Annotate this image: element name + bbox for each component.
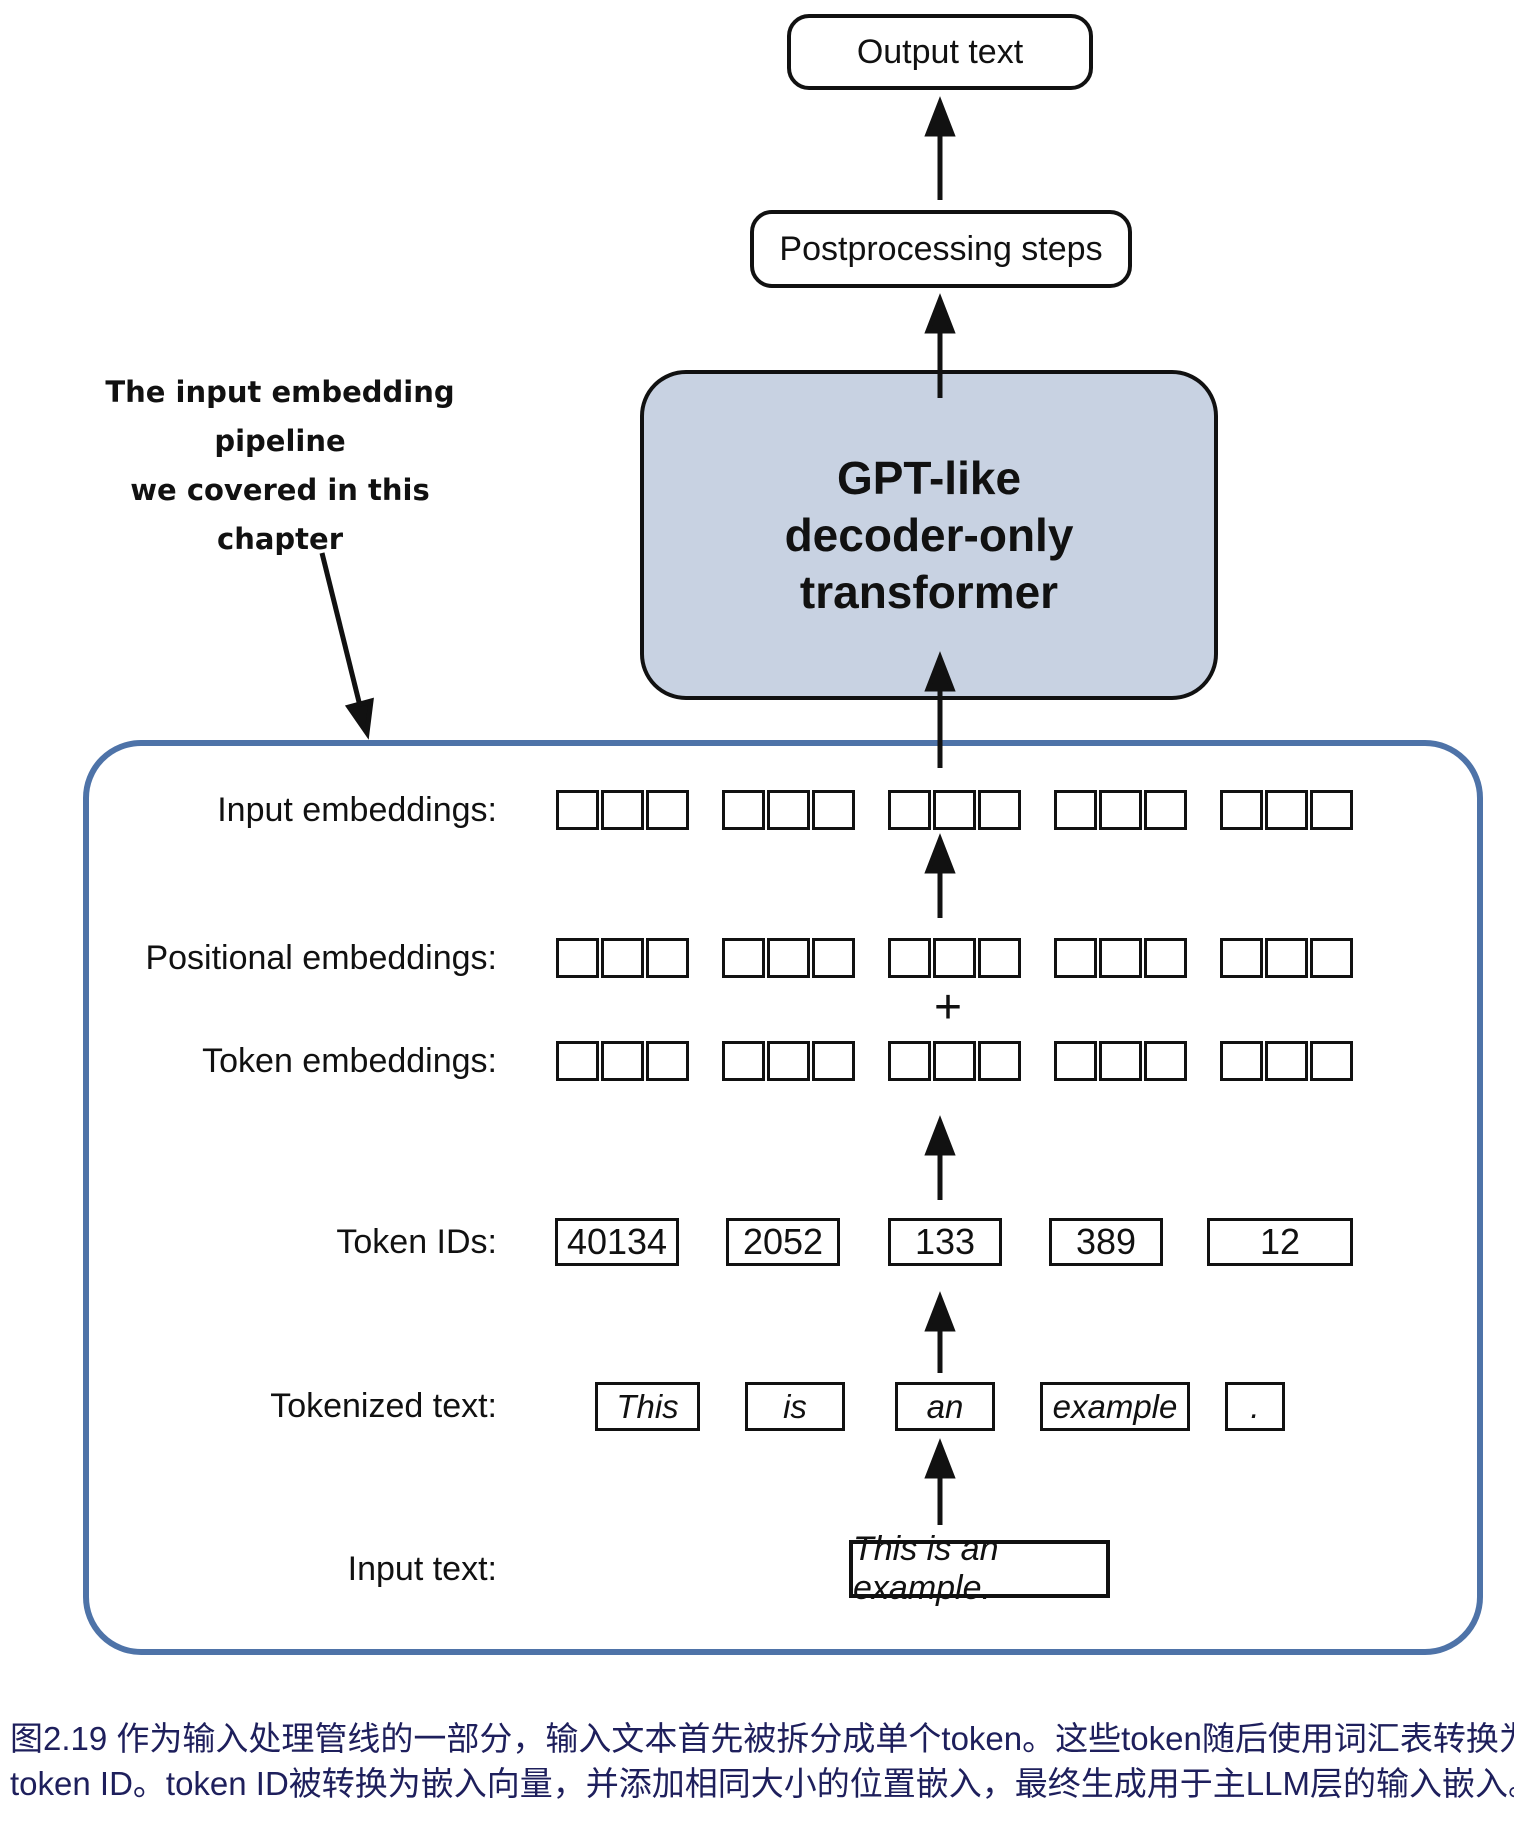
positional-embeddings-label: Positional embeddings:	[145, 939, 497, 977]
embedding-cell	[601, 1041, 644, 1081]
token-text-box: is	[745, 1382, 845, 1431]
embedding-cell	[1144, 938, 1187, 978]
positional-embeddings-group	[1220, 938, 1353, 978]
input-embeddings-group	[888, 790, 1021, 830]
token-embeddings-label: Token embeddings:	[202, 1042, 497, 1080]
token-embeddings-group	[556, 1041, 689, 1081]
token-embeddings-group	[888, 1041, 1021, 1081]
embedding-cell	[556, 790, 599, 830]
token-text-box: example	[1040, 1382, 1190, 1431]
embedding-cell	[767, 790, 810, 830]
embedding-cell	[1265, 1041, 1308, 1081]
embedding-cell	[646, 790, 689, 830]
annotation-line2: we covered in this chapter	[130, 473, 430, 556]
embedding-cell	[812, 790, 855, 830]
input-embeddings-row	[556, 790, 1353, 830]
embedding-cell	[1099, 1041, 1142, 1081]
gpt-transformer-box: GPT-like decoder-only transformer	[640, 370, 1218, 700]
positional-embeddings-row	[556, 938, 1353, 978]
embedding-cell	[601, 790, 644, 830]
positional-embeddings-group	[556, 938, 689, 978]
token-id-box: 40134	[555, 1218, 679, 1266]
embedding-cell	[933, 790, 976, 830]
embedding-cell	[646, 938, 689, 978]
input-embeddings-group	[1220, 790, 1353, 830]
embedding-cell	[1054, 790, 1097, 830]
embedding-pipeline-container	[83, 740, 1483, 1655]
embedding-cell	[722, 938, 765, 978]
embedding-cell	[812, 938, 855, 978]
annotation-note: The input embedding pipeline we covered …	[80, 368, 480, 564]
embedding-cell	[1265, 790, 1308, 830]
token-embeddings-group	[722, 1041, 855, 1081]
input-embeddings-group	[722, 790, 855, 830]
input-text-value: This is an example.	[853, 1530, 999, 1607]
gpt-transformer-line3: transformer	[799, 565, 1059, 618]
embedding-cell	[978, 938, 1021, 978]
embedding-cell	[1265, 938, 1308, 978]
embedding-cell	[888, 790, 931, 830]
embedding-cell	[978, 790, 1021, 830]
annotation-arrow	[319, 552, 374, 740]
token-embeddings-row	[556, 1041, 1353, 1081]
token-embeddings-group	[1054, 1041, 1187, 1081]
embedding-cell	[722, 790, 765, 830]
token-text-box: .	[1225, 1382, 1285, 1431]
embedding-cell	[888, 938, 931, 978]
embedding-cell	[888, 1041, 931, 1081]
arrow-postprocessing-to-output	[924, 96, 956, 200]
embedding-cell	[1144, 790, 1187, 830]
embedding-cell	[1099, 938, 1142, 978]
embedding-cell	[556, 1041, 599, 1081]
embedding-cell	[1220, 790, 1263, 830]
input-text-label: Input text:	[347, 1550, 497, 1588]
input-embeddings-label: Input embeddings:	[217, 791, 497, 829]
embedding-cell	[1054, 1041, 1097, 1081]
embedding-cell	[1054, 938, 1097, 978]
positional-embeddings-group	[1054, 938, 1187, 978]
token-id-box: 133	[888, 1218, 1002, 1266]
figure-caption: 图2.19 作为输入处理管线的一部分，输入文本首先被拆分成单个token。这些t…	[10, 1716, 1514, 1806]
embedding-cell	[1099, 790, 1142, 830]
positional-embeddings-group	[722, 938, 855, 978]
token-id-box: 12	[1207, 1218, 1353, 1266]
postprocessing-steps-box: Postprocessing steps	[750, 210, 1132, 288]
token-ids-label: Token IDs:	[336, 1223, 497, 1261]
annotation-line1: The input embedding pipeline	[105, 375, 455, 458]
embedding-cell	[1220, 1041, 1263, 1081]
embedding-cell	[767, 1041, 810, 1081]
embedding-cell	[978, 1041, 1021, 1081]
embedding-cell	[1310, 938, 1353, 978]
token-id-box: 389	[1049, 1218, 1163, 1266]
tokenized-text-label: Tokenized text:	[270, 1387, 497, 1425]
embedding-cell	[646, 1041, 689, 1081]
gpt-transformer-line1: GPT-like	[836, 451, 1022, 504]
positional-embeddings-group	[888, 938, 1021, 978]
embedding-cell	[1310, 790, 1353, 830]
token-embeddings-group	[1220, 1041, 1353, 1081]
input-text-box: This is an example.	[849, 1530, 1110, 1607]
token-id-box: 2052	[726, 1218, 840, 1266]
embedding-cell	[556, 938, 599, 978]
embedding-cell	[933, 938, 976, 978]
input-embeddings-group	[1054, 790, 1187, 830]
output-text-label: Output text	[856, 32, 1024, 71]
caption-line1: 图2.19 作为输入处理管线的一部分，输入文本首先被拆分成单个token。这些t…	[10, 1720, 1514, 1757]
token-text-box: an	[895, 1382, 995, 1431]
plus-sign: +	[933, 981, 963, 1034]
postprocessing-steps-label: Postprocessing steps	[779, 229, 1103, 268]
input-embeddings-group	[556, 790, 689, 830]
gpt-transformer-line2: decoder-only	[784, 508, 1074, 561]
embedding-cell	[1310, 1041, 1353, 1081]
embedding-cell	[812, 1041, 855, 1081]
embedding-cell	[722, 1041, 765, 1081]
embedding-cell	[1144, 1041, 1187, 1081]
token-text-box: This	[595, 1382, 700, 1431]
embedding-cell	[767, 938, 810, 978]
caption-line2: token ID。token ID被转换为嵌入向量，并添加相同大小的位置嵌入，最…	[10, 1765, 1514, 1802]
embedding-cell	[601, 938, 644, 978]
embedding-cell	[1220, 938, 1263, 978]
output-text-box: Output text	[787, 14, 1093, 90]
embedding-cell	[933, 1041, 976, 1081]
